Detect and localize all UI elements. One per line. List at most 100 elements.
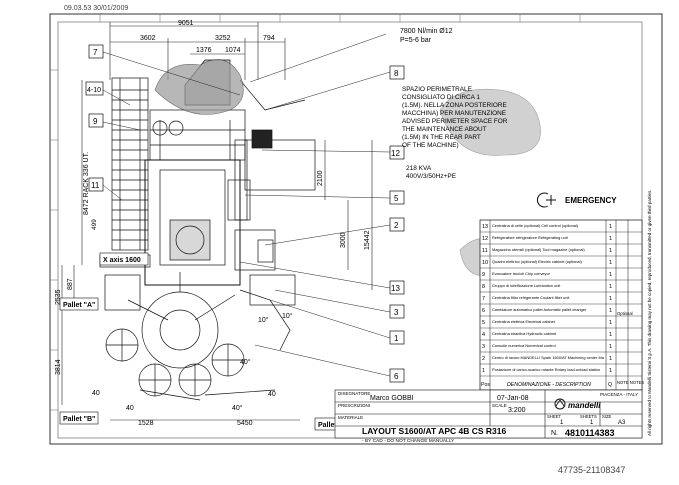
legend-row-quantity: 1 <box>609 224 612 230</box>
callout-1: 1 <box>394 334 399 343</box>
legend-row-number: 13 <box>482 224 488 230</box>
callout-8: 8 <box>394 69 399 78</box>
dim-3000: 3000 <box>340 232 347 248</box>
legend-row-number: 3 <box>482 344 485 350</box>
x-axis-label-box <box>99 252 149 266</box>
material-label: MATERIALE <box>338 415 363 420</box>
legend-row-number: 4 <box>482 332 485 338</box>
designer-name: Marco GOBBI <box>370 395 414 402</box>
legend-row-description: Centralina filtro refrigerante Coolant f… <box>492 295 570 300</box>
angle-40-d: 40° <box>240 358 251 366</box>
legend-row-number: 5 <box>482 320 485 326</box>
pallet-c-label: Pallet "C" <box>318 422 350 429</box>
company-name: mandelli <box>568 401 601 410</box>
legend-row-quantity: 1 <box>609 308 612 314</box>
legend-head-desc: DENOMINAZIONE - DESCRIPTION <box>507 382 591 388</box>
dim-2535: 2535 <box>55 289 62 305</box>
legend-row-quantity: 1 <box>609 332 612 338</box>
svg-text:SPAZIO PERIMETRALE: SPAZIO PERIMETRALE <box>402 86 472 93</box>
size-label: SIZE <box>602 414 612 419</box>
legend-row-description: Cambiatore automatico pallet Automatic p… <box>492 307 587 312</box>
leader-lines <box>102 33 391 377</box>
dim-1528: 1528 <box>138 420 154 427</box>
legend-row-description: Magazzino utensili (optional) Tool magaz… <box>492 247 585 252</box>
legend-head-note: NOTE NOTES <box>617 380 644 385</box>
angle-10-a: 10° <box>258 316 269 324</box>
tolerance-label: PRESCRIZIONI <box>338 403 370 408</box>
legend-row-number: 9 <box>482 272 485 278</box>
scale-label: SCALE <box>492 403 507 408</box>
sheet-value: 1 <box>560 420 564 426</box>
legend-row-quantity: 1 <box>609 356 612 362</box>
dim-5450: 5450 <box>237 420 253 427</box>
pallet-changer <box>99 254 296 401</box>
company-city: PIACENZA - ITALY <box>600 392 638 397</box>
emergency-label: EMERGENCY <box>565 196 617 205</box>
legend-row-description: Centro di lavoro MANDELLI Spark 1600/AT … <box>492 355 605 360</box>
sheet-border <box>49 13 663 445</box>
svg-text:ADVISED PERIMETER SPACE FOR: ADVISED PERIMETER SPACE FOR <box>402 118 508 125</box>
callout-5: 5 <box>394 194 399 203</box>
svg-text:218 KVA: 218 KVA <box>406 165 432 172</box>
legend-row-description: Postazione di carico-scarico rotante Rot… <box>492 367 600 372</box>
drawing-number: 4810114383 <box>565 428 615 438</box>
legend-row-number: 8 <box>482 284 485 290</box>
size-value: A3 <box>618 420 626 426</box>
air-supply-note: 7800 Nl/min Ø12 P=5-6 bar <box>400 28 453 44</box>
legend-row-number: 11 <box>482 248 488 254</box>
callout-boxes <box>85 44 405 383</box>
legend-row-quantity: 1 <box>609 236 612 242</box>
legend-optional-note: Optional <box>617 311 633 316</box>
perimeter-space-note: SPAZIO PERIMETRALE CONSIGLIATO DI CIRCA … <box>402 86 508 149</box>
company-logo-icon <box>554 398 566 410</box>
svg-text:P=5-6 bar: P=5-6 bar <box>400 37 432 44</box>
dim-total-width: 9051 <box>178 20 194 27</box>
power-note: 218 KVA 400V/3/50Hz+PE <box>406 165 457 180</box>
watermark: 47735-21108347 <box>558 465 625 475</box>
sheets-value: 1 <box>590 420 594 426</box>
legend-row-description: Centralina elettrica Electrical cabinet <box>492 319 556 324</box>
drawing-title: LAYOUT S1600/AT APC 4B CS R316 <box>362 426 507 436</box>
legend-row-description: Quadro elettrico (optional) Electric cab… <box>492 259 582 264</box>
sheet-label: SHEET <box>547 414 561 419</box>
legend-row-description: Refrigeratore refrigeratore Refrigeratin… <box>492 235 569 240</box>
copyright-note: All rights reserved to Mandelli Sistemi … <box>647 189 652 436</box>
electrical-cabinet <box>234 139 274 263</box>
dim-794: 794 <box>263 35 275 42</box>
svg-text:CONSIGLIATO DI CIRCA 1: CONSIGLIATO DI CIRCA 1 <box>402 94 480 101</box>
angle-40-c: 40° <box>232 404 243 412</box>
dim-15442: 15442 <box>364 230 371 250</box>
callout-6: 6 <box>394 372 399 381</box>
callout-7: 7 <box>93 48 98 57</box>
title-block <box>334 389 643 439</box>
legend-row-quantity: 1 <box>609 248 612 254</box>
drawing-number-label: N. <box>551 430 558 437</box>
callout-3: 3 <box>394 308 399 317</box>
legend-row-number: 1 <box>482 368 485 374</box>
legend-row-description: Centralina idraulica Hydraulic cabinet <box>492 331 557 336</box>
dim-1074: 1074 <box>225 47 241 54</box>
dim-499: 499 <box>91 219 98 230</box>
legend-row-description: Centralina di celle (optional) Cell cont… <box>492 223 579 228</box>
legend-row-number: 10 <box>482 260 488 266</box>
header-stamp: 09.03.53 30/01/2009 <box>64 5 128 12</box>
legend-row-number: 7 <box>482 296 485 302</box>
angle-40-e: 40 <box>268 391 276 398</box>
legend-row-description: Evacuatore trucioli Chip conveyor <box>492 271 551 276</box>
svg-text:THE MAINTENANCE ABOUT: THE MAINTENANCE ABOUT <box>402 126 487 133</box>
legend-row-number: 2 <box>482 356 485 362</box>
sheets-label: SHEETS <box>580 414 597 419</box>
legend-row-quantity: 1 <box>609 272 612 278</box>
legend-row-quantity: 1 <box>609 296 612 302</box>
callout-13: 13 <box>391 284 400 293</box>
legend-row-quantity: 1 <box>609 284 612 290</box>
svg-text:400V/3/50Hz+PE: 400V/3/50Hz+PE <box>406 173 457 180</box>
pallet-b-box <box>59 411 99 425</box>
dim-3252: 3252 <box>215 35 231 42</box>
drawing-subtitle: - BY CAD - DO NOT CHANGE MANUALLY <box>362 438 455 444</box>
callout-9: 9 <box>93 117 98 126</box>
x-axis-label: X axis 1600 <box>103 257 141 264</box>
callout-12: 12 <box>391 149 400 158</box>
